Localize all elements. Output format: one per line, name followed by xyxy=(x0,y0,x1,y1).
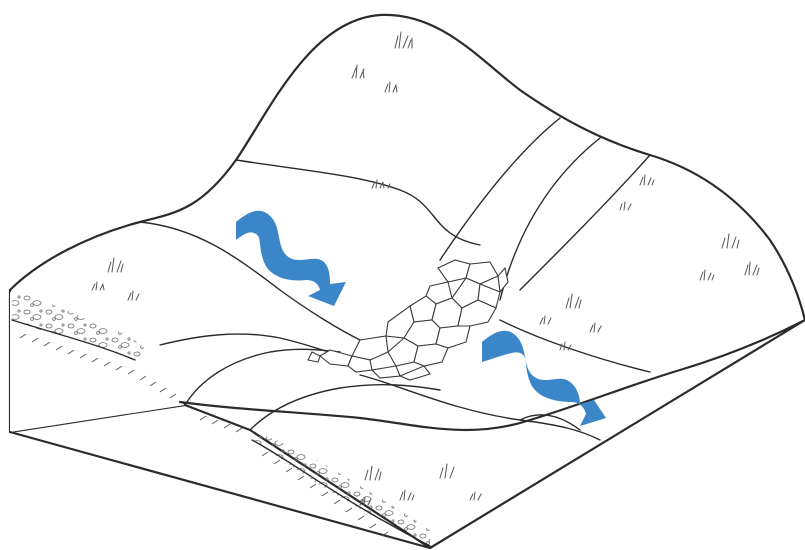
flow-arrow-right-icon xyxy=(482,331,606,426)
stone-ford xyxy=(308,260,508,380)
subsoil-hatch-front xyxy=(200,416,388,536)
grass-tufts xyxy=(92,32,759,505)
gravel-layer-front xyxy=(252,432,430,546)
flow-arrow-left-icon xyxy=(236,211,346,306)
